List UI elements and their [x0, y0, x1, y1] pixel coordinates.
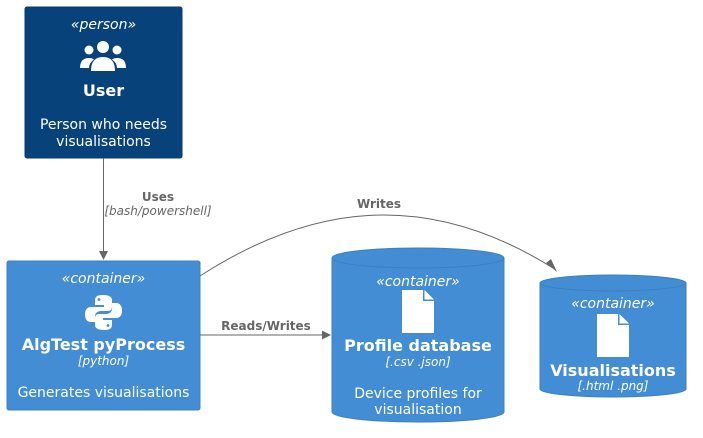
relation-reads-writes[interactable]: Reads/Writes [200, 319, 331, 340]
writes-arrowhead [546, 259, 557, 272]
algtest-technology: [python] [78, 354, 130, 368]
visualisations-node[interactable]: «container» Visualisations [.html .png] [539, 274, 687, 398]
profile-database-cylinder-rim [331, 257, 505, 269]
users-icon [80, 41, 126, 71]
visualisations-cylinder-rim [539, 282, 687, 292]
algtest-description: Generates visualisations [18, 385, 190, 401]
profile-database-node[interactable]: «container» Profile database [.csv .json… [331, 247, 505, 423]
profile-database-stereotype: «container» [376, 274, 460, 290]
profile-database-cylinder [331, 247, 505, 423]
profile-database-technology: [.csv .json] [385, 355, 451, 369]
profile-database-title: Profile database [344, 336, 492, 355]
user-stereotype: «person» [71, 17, 136, 33]
algtest-stereotype: «container» [62, 271, 146, 287]
visualisations-title: Visualisations [550, 361, 676, 380]
uses-arrowhead [99, 251, 108, 260]
relation-uses[interactable]: Uses [bash/powershell] [99, 158, 212, 260]
profile-database-description-line-1: Device profiles for [354, 386, 482, 402]
visualisations-technology: [.html .png] [578, 379, 649, 393]
user-description-line-1: Person who needs [40, 117, 167, 133]
profile-database-description-line-2: visualisation [374, 402, 461, 418]
python-icon [85, 295, 122, 330]
visualisations-stereotype: «container» [571, 296, 655, 312]
algtest-node[interactable]: «container» AlgTest pyProcess [python] G… [6, 260, 201, 411]
user-description-line-2: visualisations [56, 134, 151, 150]
relation-writes[interactable]: Writes [199, 197, 557, 277]
writes-label: Writes [357, 197, 401, 211]
user-node[interactable]: «person» User Person who needs visualisa… [24, 6, 183, 159]
algtest-title: AlgTest pyProcess [22, 335, 186, 354]
writes-edge [199, 214, 554, 277]
reads-writes-label: Reads/Writes [221, 319, 311, 333]
user-title: User [83, 81, 124, 100]
file-icon [402, 290, 434, 333]
uses-technology: [bash/powershell] [104, 204, 212, 218]
file-icon [597, 314, 629, 357]
reads-writes-arrowhead [322, 330, 331, 340]
uses-label: Uses [142, 190, 174, 204]
